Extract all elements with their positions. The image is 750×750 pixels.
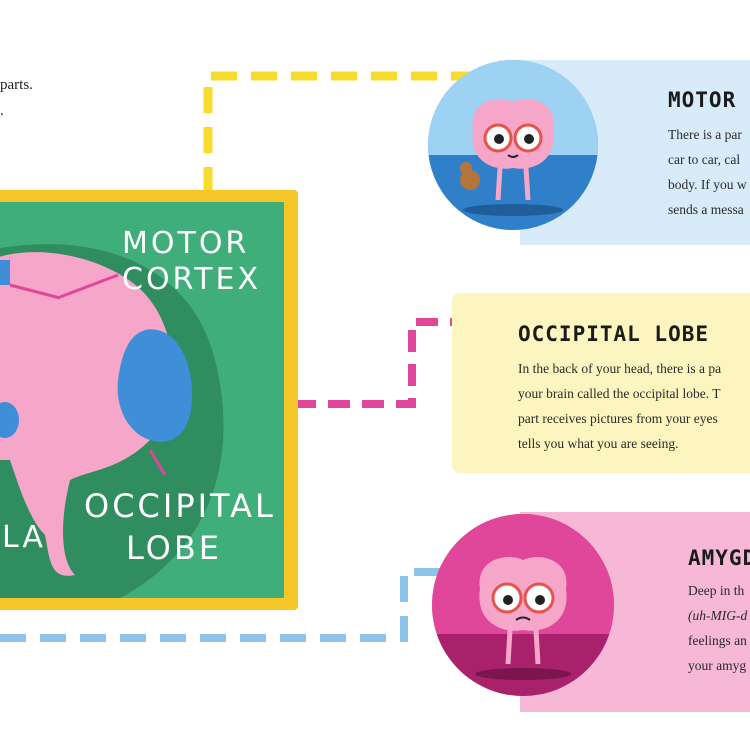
amygdala-body-line-4: your amyg — [688, 658, 747, 673]
brain-character-waving-icon — [428, 60, 598, 230]
amygdala-card-title: AMYGD — [688, 546, 750, 570]
occipital-body-line-1: In the back of your head, there is a pa — [518, 361, 722, 376]
occipital-lobe-card — [452, 293, 750, 473]
amygdala-body-line-3: feelings an — [688, 633, 747, 648]
motor-card-title: MOTOR C — [668, 88, 750, 112]
intro-line-1: parts. — [0, 77, 33, 93]
amygdala-body-line-2: (uh-MIG-d — [688, 603, 747, 628]
motor-body-line-4: sends a messa — [668, 202, 744, 217]
motor-cortex-label: MOTOR CORTEX — [122, 228, 261, 295]
amygdala-body-line-1: Deep in th — [688, 583, 745, 598]
brain-diagram-art — [0, 190, 298, 610]
motor-label-line-1: MOTOR — [122, 226, 250, 261]
occipital-body-line-3: part receives pictures from your eyes — [518, 411, 718, 426]
occipital-card-body: In the back of your head, there is a pa … — [518, 356, 721, 456]
amygdala-label-fragment: LA — [2, 520, 46, 555]
amygdala-card-body: Deep in th (uh-MIG-d feelings an your am… — [688, 578, 747, 678]
motor-body-line-3: body. If you w — [668, 177, 747, 192]
occipital-label-line-2: LOBE — [125, 528, 223, 567]
brain-character-sad-icon — [432, 514, 614, 696]
intro-line-2: . — [0, 103, 4, 119]
brain-diagram-panel: MOTOR CORTEX OCCIPITAL LOBE LA — [0, 190, 300, 610]
amygdala-pronunciation: (uh-MIG-d — [688, 608, 748, 623]
motor-body-line-1: There is a par — [668, 127, 742, 142]
occipital-body-line-2: your brain called the occipital lobe. T — [518, 386, 721, 401]
intro-text: parts. . — [0, 72, 33, 124]
occipital-label-line-1: OCCIPITAL — [84, 487, 276, 525]
occipital-lobe-label: OCCIPITAL LOBE — [84, 487, 276, 567]
motor-label-line-2: CORTEX — [122, 261, 262, 297]
motor-body-line-2: car to car, cal — [668, 152, 741, 167]
amygdala-avatar — [432, 514, 614, 696]
motor-cortex-avatar — [428, 60, 598, 230]
occipital-card-title: OCCIPITAL LOBE — [518, 322, 710, 346]
motor-card-body: There is a par car to car, cal body. If … — [668, 122, 747, 222]
occipital-body-line-4: tells you what you are seeing. — [518, 436, 679, 451]
